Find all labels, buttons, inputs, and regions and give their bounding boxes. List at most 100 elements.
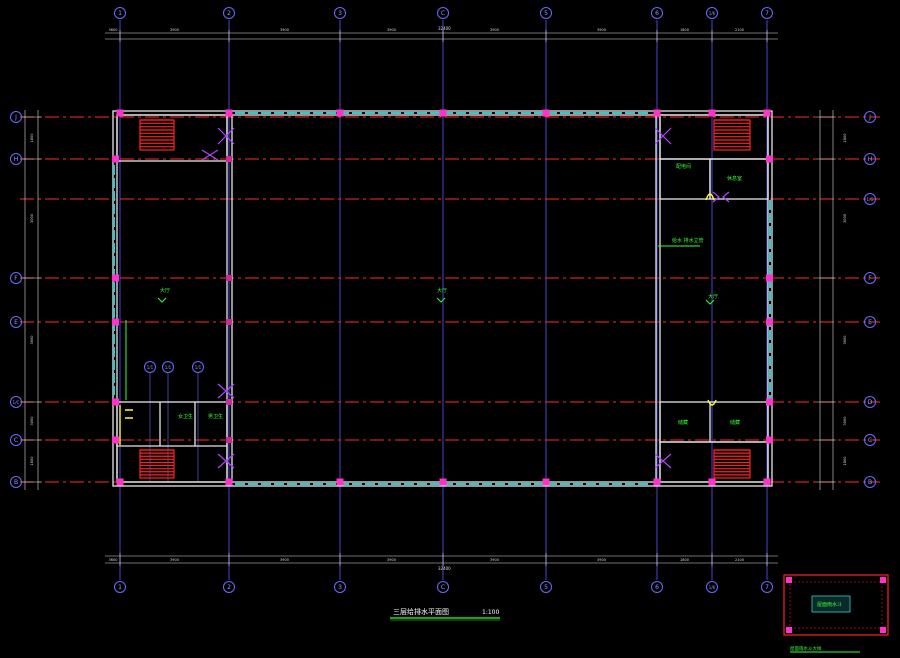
horizontal-axis-lines xyxy=(20,116,880,483)
dimension-lines xyxy=(24,32,834,564)
axis-bubble-top: 3 xyxy=(334,7,346,19)
axis-bubble-left: C xyxy=(10,434,22,446)
axis-label: H xyxy=(14,156,19,163)
detail-caption: 屋面雨水斗大样 xyxy=(790,645,822,652)
axis-label: J xyxy=(868,114,871,121)
total-dimension-top: 32400 xyxy=(438,26,451,31)
axis-bubble-sub: 1/1 xyxy=(162,361,174,373)
dimension-top-label: 3900 xyxy=(387,28,396,32)
building-walls xyxy=(112,110,773,487)
roof-drain-detail: 屋面雨水斗 屋面雨水斗大样 xyxy=(783,574,889,652)
axis-bubble-left: 1/C xyxy=(10,396,22,408)
axis-label: 2 xyxy=(227,584,231,591)
window-strips xyxy=(113,112,771,485)
axis-bubble-bottom: 7 xyxy=(761,581,773,593)
axis-label: F xyxy=(14,275,18,282)
axis-bubble-bottom: C xyxy=(437,581,449,593)
axis-bubble-right: C xyxy=(864,434,876,446)
dimension-right-label: 3600 xyxy=(843,336,847,345)
axis-bubble-top: 7 xyxy=(761,7,773,19)
axis-bubble-left: J xyxy=(10,111,22,123)
axis-bubble-top: 6 xyxy=(651,7,663,19)
axis-label: 1/6 xyxy=(709,585,716,590)
axis-label: H xyxy=(868,156,873,163)
axis-label: 1/G xyxy=(867,197,874,202)
door-symbols xyxy=(201,127,730,469)
axis-label: 1/1 xyxy=(195,365,202,370)
axis-bubble-top: 2 xyxy=(223,7,235,19)
axis-label: E xyxy=(14,319,18,326)
axis-bubble-right: H xyxy=(864,153,876,165)
structural-columns xyxy=(112,109,773,486)
axis-label: B xyxy=(14,479,18,486)
dimension-top-label: 3900 xyxy=(170,28,179,32)
axis-bubble-bottom: 1/6 xyxy=(706,581,718,593)
axis-bubble-left: F xyxy=(10,272,22,284)
axis-bubble-top: 5 xyxy=(540,7,552,19)
dimension-bottom-label: 3900 xyxy=(490,558,499,562)
room-label-wc-b: 男卫生 xyxy=(208,413,223,420)
axis-label: B xyxy=(868,479,872,486)
axis-bubble-left: H xyxy=(10,153,22,165)
drawing-title: 三层给排水平面图 xyxy=(393,607,449,616)
axis-label: 6 xyxy=(655,10,659,17)
dimension-top-label: 3600 xyxy=(109,28,118,32)
dimension-right-label: 3000 xyxy=(843,417,847,426)
dimension-top-label: 3900 xyxy=(597,28,606,32)
room-label-wc-a: 女卫生 xyxy=(178,413,193,420)
room-labels: 大厅 大厅 大厅 配电间 休息室 给水 排水立管 女卫生 男卫生 储藏 储藏 xyxy=(160,163,742,426)
axis-bubble-bottom: 3 xyxy=(334,581,346,593)
dimension-right-label: 3000 xyxy=(843,214,847,223)
dimension-right-label: 1800 xyxy=(843,134,847,143)
dimension-left-label: 3600 xyxy=(30,336,34,345)
axis-label: J xyxy=(14,114,17,121)
top-dimension-labels: 3600 3600 3900 3900 3900 3900 3900 3900 3900 3900… xyxy=(109,28,768,566)
drawing-title-block: 三层给排水平面图 1:100 32400 32400 xyxy=(390,26,500,621)
axis-label: D xyxy=(868,399,873,406)
axis-label: 1/C xyxy=(13,400,20,405)
axis-label: 1/1 xyxy=(147,365,154,370)
drawing-scale: 1:100 xyxy=(482,609,499,616)
axis-label: C xyxy=(868,437,872,444)
dimension-left-label: 3000 xyxy=(30,417,34,426)
room-label-bottom-right-a: 储藏 xyxy=(678,419,688,426)
axis-bubble-top: 1 xyxy=(114,7,126,19)
axis-label: 5 xyxy=(544,10,548,17)
axis-label: 3 xyxy=(338,10,342,17)
axis-bubble-right: D xyxy=(864,396,876,408)
axis-label: C xyxy=(441,584,445,591)
axis-label: 7 xyxy=(765,584,769,591)
axis-label: E xyxy=(868,319,872,326)
axis-bubble-bottom: 2 xyxy=(223,581,235,593)
dimension-right-label: 1800 xyxy=(843,457,847,466)
axis-bubble-bottom: 6 xyxy=(651,581,663,593)
axis-label: 1/1 xyxy=(165,365,172,370)
dimension-left-label: 1800 xyxy=(30,457,34,466)
axis-label: C xyxy=(14,437,18,444)
axis-bubble-bottom: 5 xyxy=(540,581,552,593)
room-label-note: 给水 排水立管 xyxy=(672,237,704,244)
dimension-bottom-label: 3900 xyxy=(280,558,289,562)
axis-bubble-right: B xyxy=(864,476,876,488)
dimension-left-label: 3000 xyxy=(30,214,34,223)
dimension-bottom-label: 3900 xyxy=(170,558,179,562)
dimension-bottom-label: 3900 xyxy=(387,558,396,562)
axis-bubble-right: J xyxy=(864,111,876,123)
dimension-bottom-label: 3600 xyxy=(109,558,118,562)
axis-bubble-left: E xyxy=(10,316,22,328)
axis-bubble-top: 1/6 xyxy=(706,7,718,19)
dimension-top-label: 3900 xyxy=(490,28,499,32)
room-label-top-right-b: 休息室 xyxy=(727,175,742,182)
axis-bubble-right: E xyxy=(864,316,876,328)
axis-label: 1/6 xyxy=(709,11,716,16)
room-label-right-hall: 大厅 xyxy=(708,293,718,300)
dimension-bottom-label: 2100 xyxy=(735,558,744,562)
fixture-details xyxy=(119,193,717,445)
axis-label: 6 xyxy=(655,584,659,591)
room-label-left-hall: 大厅 xyxy=(160,287,170,294)
room-label-main-hall: 大厅 xyxy=(437,287,447,294)
stair-treads xyxy=(139,119,751,479)
